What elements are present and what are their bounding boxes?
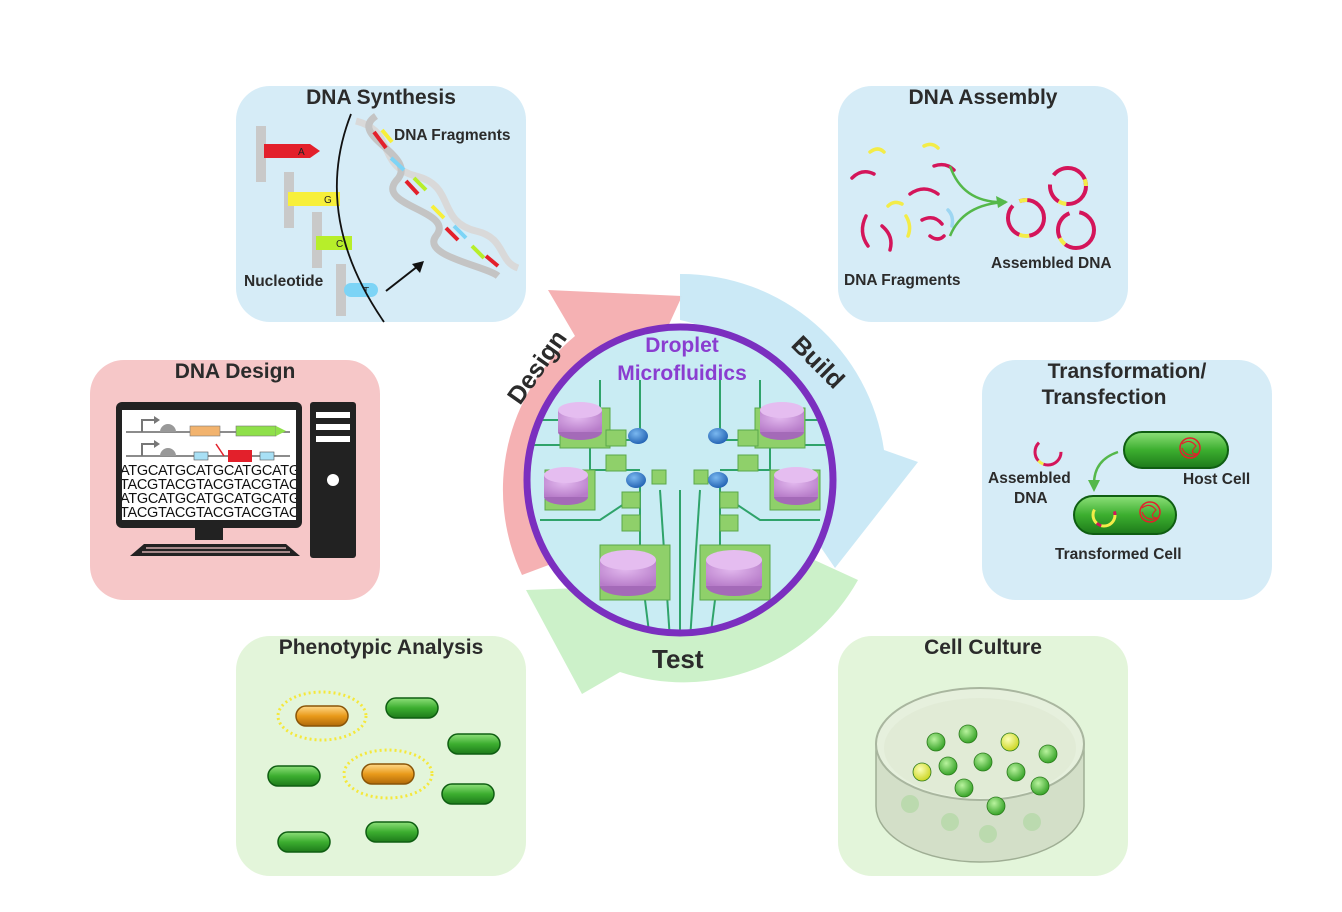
transformation-illustration bbox=[1033, 431, 1229, 535]
base-c: C bbox=[336, 239, 343, 250]
transformation-panel: Transformation/ Transfection Assembled D… bbox=[982, 360, 1272, 600]
phenotypic-analysis-panel: Phenotypic Analysis bbox=[236, 636, 526, 876]
nucleotide-label: Nucleotide bbox=[244, 273, 324, 290]
transformed-cell-label: Transformed Cell bbox=[1055, 546, 1182, 563]
assembled-dna-label: Assembled DNA bbox=[991, 255, 1112, 272]
chip-ring bbox=[523, 323, 837, 637]
glow-halo bbox=[342, 748, 434, 800]
sequence-line-1: ATGCATGCATGCATGCATGC bbox=[122, 463, 296, 479]
dna-helix bbox=[354, 113, 520, 279]
dna-assembly-title: DNA Assembly bbox=[908, 86, 1058, 109]
dna-design-panel: DNA Design bbox=[90, 360, 380, 600]
dna-assembly-illustration bbox=[850, 142, 1096, 252]
transformation-title-line1: Transformation/ bbox=[1047, 360, 1207, 383]
gene-map bbox=[126, 416, 290, 462]
sequence-block: ATGCATGCATGCATGCATGC TACGTACGTACGTACGTAC… bbox=[122, 463, 296, 520]
dna-synthesis-illustration: A G C T bbox=[256, 113, 520, 323]
sequence-line-3: ATGCATGCATGCATGCATGC bbox=[122, 491, 296, 507]
test-label: Test bbox=[652, 644, 704, 674]
microfluidic-chip bbox=[530, 380, 830, 633]
phenotypic-illustration bbox=[267, 690, 501, 853]
host-cell-label: Host Cell bbox=[1183, 471, 1251, 488]
center-title-line2: Microfluidics bbox=[617, 362, 747, 385]
dna-synthesis-panel: DNA Synthesis A G C T bbox=[236, 86, 526, 323]
center-title-line1: Droplet bbox=[645, 334, 719, 357]
sequence-line-2: TACGTACGTACGTACGTACG bbox=[122, 477, 296, 493]
assembly-fragments-label: DNA Fragments bbox=[844, 272, 961, 289]
dna-assembly-panel: DNA Assembly DNA bbox=[838, 86, 1128, 322]
phenotypic-analysis-title: Phenotypic Analysis bbox=[278, 636, 484, 659]
base-a: A bbox=[298, 147, 305, 158]
assembled-dna-line1: Assembled bbox=[988, 470, 1071, 487]
dna-design-title: DNA Design bbox=[174, 360, 296, 383]
assembled-dna-line2: DNA bbox=[1014, 490, 1048, 507]
transformation-title-line2: Transfection bbox=[1041, 386, 1167, 409]
dna-synthesis-title: DNA Synthesis bbox=[306, 86, 456, 109]
computer-illustration bbox=[116, 402, 356, 558]
petri-dish-illustration bbox=[875, 687, 1085, 863]
base-g: G bbox=[324, 195, 332, 206]
cell-culture-panel: Cell Culture bbox=[838, 636, 1128, 876]
dna-fragments-label: DNA Fragments bbox=[394, 127, 511, 144]
sequence-line-4: TACGTACGTACGTACGTACG bbox=[122, 505, 296, 520]
cell-culture-title: Cell Culture bbox=[924, 636, 1042, 659]
glow-halo bbox=[276, 690, 368, 742]
